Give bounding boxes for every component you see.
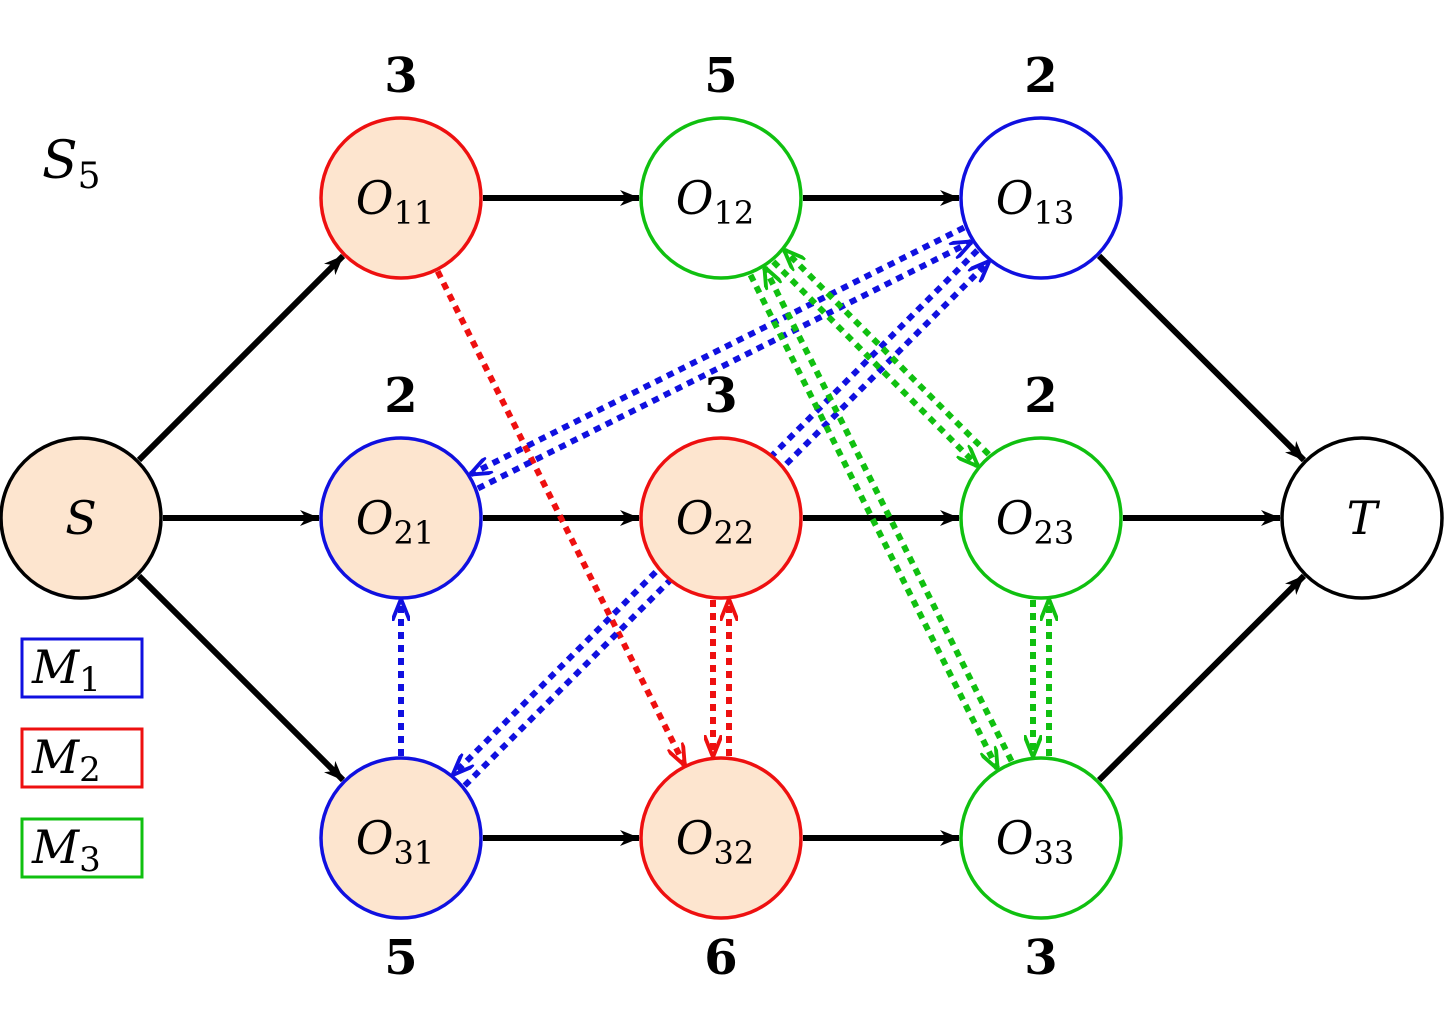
node-label-main: S	[65, 491, 97, 545]
legend-label: M3	[31, 820, 101, 880]
node-o23: O23 2	[959, 368, 1123, 600]
conjunctive-edge-s-o11	[136, 253, 346, 463]
legend-swatch	[20, 727, 144, 789]
node-t: T	[1280, 436, 1444, 600]
disjunctive-arc-o21-to-o13	[476, 242, 971, 492]
node-label-subscript: 31	[394, 834, 435, 872]
node-label-main: O	[996, 491, 1034, 545]
node-circle	[959, 436, 1123, 600]
duration-label: 2	[1024, 48, 1057, 104]
legend-swatch	[20, 817, 144, 879]
node-label-subscript: 32	[714, 834, 755, 872]
legend-item-m1: M1	[20, 637, 144, 700]
node-label: O31	[356, 811, 434, 872]
node-label-subscript: 12	[714, 194, 755, 232]
node-circle	[319, 756, 483, 920]
node-label: O33	[996, 811, 1074, 872]
node-label-subscript: 22	[714, 514, 755, 552]
node-label-subscript: 13	[1034, 194, 1075, 232]
node-o11: O11 3	[319, 48, 483, 280]
duration-label: 3	[384, 48, 417, 104]
duration-label: 5	[704, 48, 737, 104]
node-o31: O31 5	[319, 756, 483, 986]
graph-title: S5	[42, 131, 101, 197]
duration-label: 3	[1024, 930, 1057, 986]
legend-label-main: M	[31, 640, 81, 694]
node-label: O23	[996, 491, 1074, 552]
node-o12: O12 5	[639, 48, 803, 280]
legend-label-main: M	[31, 820, 81, 874]
node-s: S	[0, 436, 163, 600]
node-o21: O21 2	[319, 368, 483, 600]
node-label-main: O	[996, 811, 1034, 865]
node-circle	[959, 756, 1123, 920]
legend-label-main: M	[31, 730, 81, 784]
node-label: O22	[676, 491, 754, 552]
legend-label: M2	[31, 730, 101, 790]
node-o32: O32 6	[639, 756, 803, 986]
node-label: O11	[356, 171, 434, 232]
node-label: T	[1347, 491, 1381, 545]
node-circle	[1280, 436, 1444, 600]
legend-label: M1	[31, 640, 101, 700]
duration-label: 2	[384, 368, 417, 424]
node-label-subscript: 11	[394, 194, 435, 232]
conjunctive-edge-s-o31	[136, 573, 346, 783]
node-label-main: O	[676, 811, 714, 865]
conjunctive-edge-o33-t	[1096, 573, 1307, 783]
legend-swatch	[20, 637, 144, 699]
node-label-main: O	[996, 171, 1034, 225]
legend-label-subscript: 1	[79, 660, 101, 700]
node-o13: O13 2	[959, 48, 1123, 280]
node-label-main: T	[1347, 491, 1381, 545]
node-label-main: O	[356, 491, 394, 545]
node-circle	[639, 436, 803, 600]
node-label-subscript: 21	[394, 514, 435, 552]
node-circle	[319, 436, 483, 600]
duration-label: 5	[384, 930, 417, 986]
disjunctive-arc-o33-to-o12	[765, 268, 1015, 763]
node-label-main: O	[356, 171, 394, 225]
legend-label-subscript: 2	[79, 750, 101, 790]
node-label-subscript: 23	[1034, 514, 1075, 552]
legend-label-subscript: 3	[79, 840, 101, 880]
disjunctive-arc-o12-to-o33	[747, 273, 998, 768]
disjunctive-arc-o13-to-o21	[471, 224, 966, 475]
directed-disjunctive-edge-o11-o32	[434, 270, 685, 764]
duration-label: 6	[704, 930, 737, 986]
node-label: O32	[676, 811, 754, 872]
node-circle	[959, 116, 1123, 280]
conjunctive-edge-o13-t	[1096, 253, 1307, 463]
node-circle	[319, 116, 483, 280]
disjunctive-arc-o12-to-o23	[771, 259, 977, 466]
duration-label: 2	[1024, 368, 1057, 424]
node-label-subscript: 33	[1034, 834, 1075, 872]
legend-item-m2: M2	[20, 727, 144, 790]
node-label-main: O	[356, 811, 394, 865]
node-circle	[639, 756, 803, 920]
node-circle	[0, 436, 163, 600]
node-label: O13	[996, 171, 1074, 232]
legend-item-m3: M3	[20, 817, 144, 880]
node-label: O21	[356, 491, 434, 552]
disjunctive-arc-o23-to-o12	[785, 250, 991, 457]
duration-label: 3	[704, 368, 737, 424]
node-o22: O22 3	[639, 368, 803, 600]
node-label: S	[65, 491, 97, 545]
node-circle	[639, 116, 803, 280]
node-label-main: O	[676, 171, 714, 225]
node-label-main: O	[676, 491, 714, 545]
node-label: O12	[676, 171, 754, 232]
